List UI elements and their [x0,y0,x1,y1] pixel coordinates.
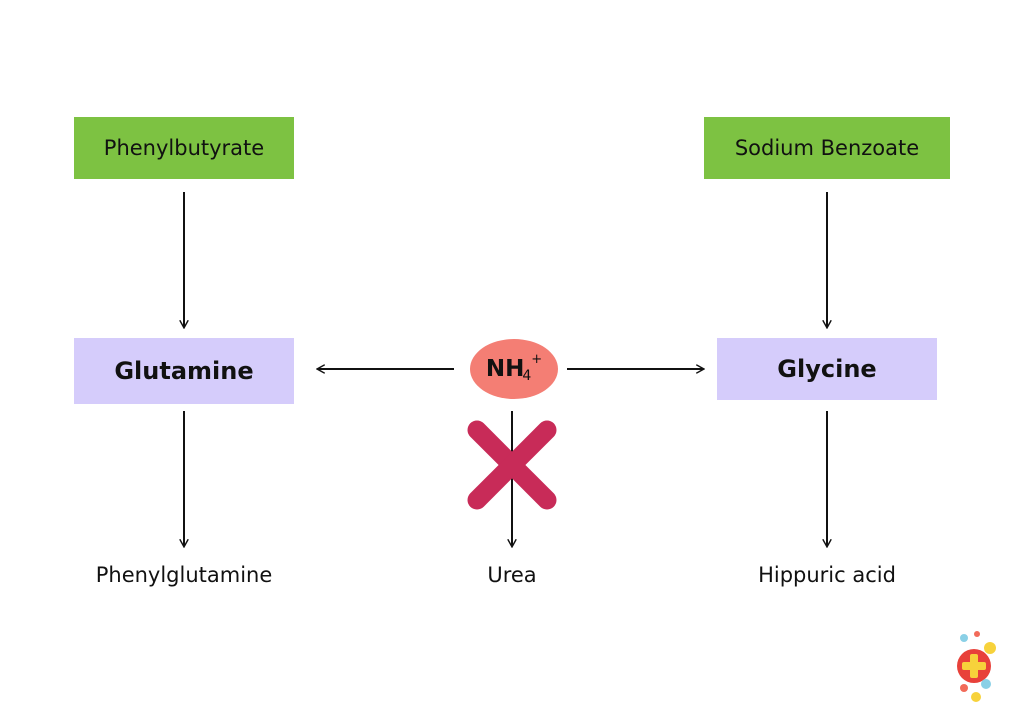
glutamine-box: Glutamine [74,338,294,404]
phenylbutyrate-label: Phenylbutyrate [103,136,265,160]
ammonium-base: NH [485,356,525,382]
glutamine-label: Glutamine [114,357,254,385]
glycine-box: Glycine [717,338,937,400]
phenylbutyrate-box: Phenylbutyrate [74,117,294,179]
phenylglutamine-label: Phenylglutamine [95,563,273,587]
urea-label: Urea [487,563,537,587]
sodium-benzoate-box: Sodium Benzoate [704,117,950,179]
glycine-label: Glycine [777,355,877,383]
ammonium-superscript: + [531,351,543,367]
hippuric-acid-label: Hippuric acid [758,563,896,587]
medical-plus-logo-icon [957,631,996,702]
sodium-benzoate-label: Sodium Benzoate [734,136,920,160]
ammonium-subscript: 4 [522,368,532,384]
x-cross-icon [467,420,557,510]
